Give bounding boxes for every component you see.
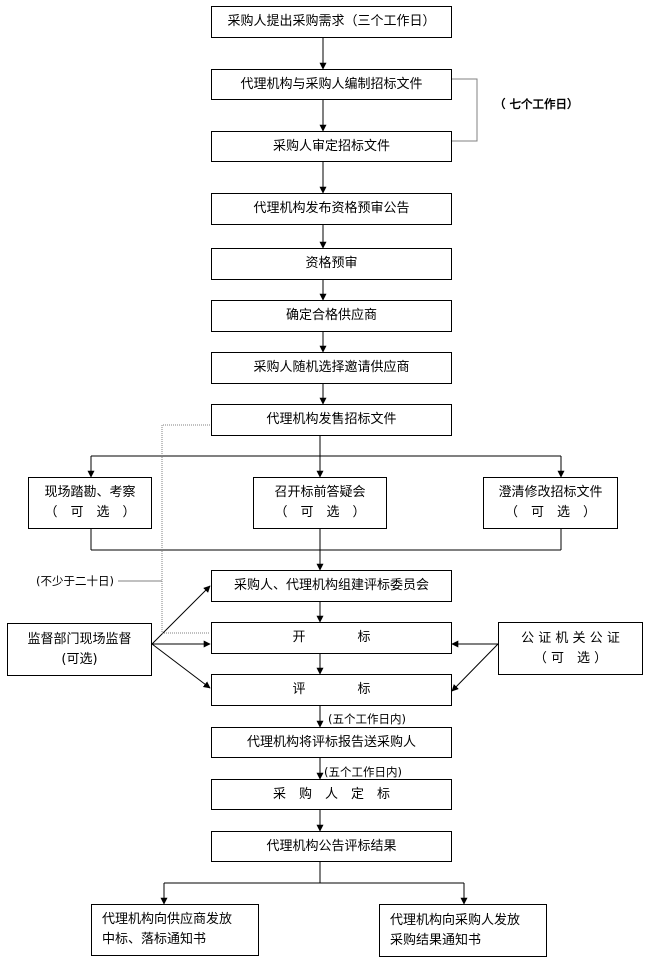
branch-optional: （ 可 选 ） (504, 505, 596, 520)
branch-box-clarify-docs: 澄清修改招标文件 （ 可 选 ） (483, 477, 618, 529)
final-line1: 代理机构向采购人发放 (390, 912, 521, 928)
notary-title: 公 证 机 关 公 证 (521, 630, 620, 646)
step-label: 代理机构公告评标结果 (266, 838, 397, 854)
step-label: 采购人随机选择邀请供应商 (253, 360, 410, 375)
step-label: 代理机构发布资格预审公告 (253, 201, 410, 216)
step-box-4: 代理机构发布资格预审公告 (211, 193, 452, 225)
step-box-7: 采购人随机选择邀请供应商 (211, 352, 452, 384)
bracket-seven-days (452, 78, 478, 142)
branch-box-site-visit: 现场踏勘、考察 （ 可 选 ） (28, 477, 152, 529)
final-line1: 代理机构向供应商发放 (102, 912, 233, 927)
branch-box-prebid-meeting: 召开标前答疑会 （ 可 选 ） (253, 477, 387, 529)
annotation-five-days-1: (五个工作日内) (328, 712, 406, 726)
step-box-10: 开 标 (211, 622, 452, 654)
step-box-14: 代理机构公告评标结果 (211, 831, 452, 862)
step-box-6: 确定合格供应商 (211, 300, 452, 332)
final-line2: 中标、落标通知书 (102, 932, 207, 947)
branch-optional: （ 可 选 ） (44, 505, 136, 520)
step-label: 代理机构与采购人编制招标文件 (240, 76, 423, 92)
step-box-8: 代理机构发售招标文件 (211, 404, 452, 436)
arrow-notary-step11 (451, 643, 499, 692)
annotation-seven-days: （ 七个工作日） (494, 97, 579, 111)
annotation-five-days-2: (五个工作日内) (324, 765, 402, 779)
step-box-13: 采 购 人 定 标 (211, 779, 452, 810)
step-box-3: 采购人审定招标文件 (211, 131, 452, 162)
step-label: 确定合格供应商 (285, 308, 377, 323)
step-box-1: 采购人提出采购需求（三个工作日） (211, 6, 452, 38)
final-box-purchaser-notice: 代理机构向采购人发放 采购结果通知书 (379, 904, 547, 957)
supervision-title: 监督部门现场监督 (27, 631, 132, 647)
step-label: 采购人、代理机构组建评标委员会 (233, 578, 429, 593)
step-label: 资格预审 (305, 256, 358, 271)
supervision-optional: (可选) (61, 651, 98, 667)
arrow-supervision-step11 (151, 643, 211, 689)
step-box-5: 资格预审 (211, 248, 452, 280)
step-label: 采购人提出采购需求（三个工作日） (227, 14, 436, 29)
step-label: 评 标 (292, 682, 371, 697)
branch-title: 召开标前答疑会 (274, 485, 366, 500)
step-box-9: 采购人、代理机构组建评标委员会 (211, 570, 452, 602)
notary-optional: （ 可 选 ） (533, 650, 608, 666)
annotation-twenty-days: (不少于二十日) (36, 574, 114, 588)
step-box-11: 评 标 (211, 674, 452, 706)
final-box-supplier-notice: 代理机构向供应商发放 中标、落标通知书 (91, 904, 259, 956)
final-line2: 采购结果通知书 (390, 932, 482, 948)
step-box-2: 代理机构与采购人编制招标文件 (211, 69, 452, 100)
supervision-box: 监督部门现场监督 (可选) (7, 623, 152, 676)
step-box-12: 代理机构将评标报告送采购人 (211, 727, 452, 758)
arrow-supervision-step9 (151, 585, 211, 645)
bracket-twenty-days (161, 424, 210, 634)
branch-title: 澄清修改招标文件 (498, 485, 603, 500)
step-label: 开 标 (292, 630, 371, 645)
branch-optional: （ 可 选 ） (274, 505, 366, 520)
notary-box: 公 证 机 关 公 证 （ 可 选 ） (498, 622, 643, 675)
branch-title: 现场踏勘、考察 (44, 485, 136, 500)
step-label: 代理机构将评标报告送采购人 (246, 734, 416, 750)
step-label: 代理机构发售招标文件 (266, 412, 397, 427)
step-label: 采 购 人 定 标 (272, 786, 390, 802)
step-label: 采购人审定招标文件 (272, 138, 390, 154)
